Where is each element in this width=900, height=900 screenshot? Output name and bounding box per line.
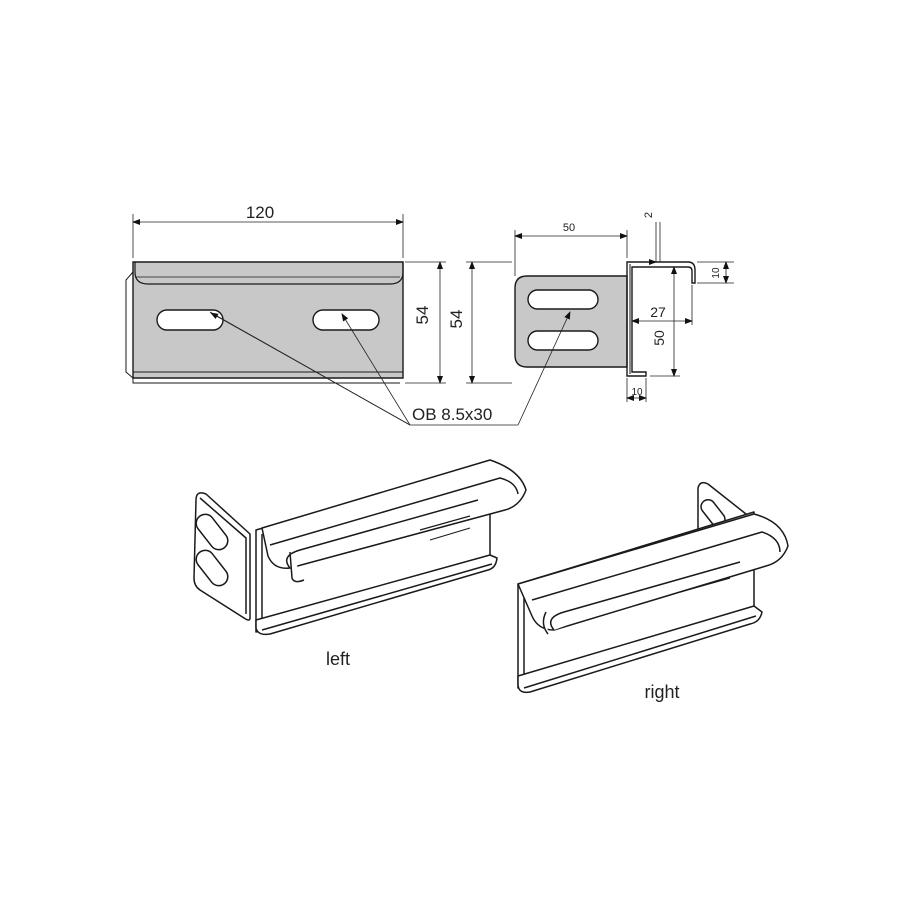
iso-right-bracket bbox=[517, 481, 789, 694]
side-slot-top bbox=[527, 289, 599, 310]
dim-50-vertical: 50 bbox=[651, 330, 667, 346]
label-left: left bbox=[326, 649, 350, 669]
dim-27: 27 bbox=[650, 304, 666, 320]
dim-54-side: 54 bbox=[447, 310, 466, 329]
dim-2: 2 bbox=[643, 212, 655, 218]
dim-10-bottom: 10 bbox=[631, 387, 643, 398]
iso-left-bracket bbox=[193, 459, 527, 636]
front-view: 120 54 bbox=[125, 203, 446, 384]
slot-callout: OB 8.5x30 bbox=[209, 311, 571, 426]
slot-left bbox=[156, 309, 224, 331]
front-plate bbox=[132, 261, 404, 379]
dim-120: 120 bbox=[246, 203, 274, 222]
side-slot-bottom bbox=[527, 330, 599, 351]
dim-50-top: 50 bbox=[563, 222, 575, 234]
slot-callout-text: OB 8.5x30 bbox=[412, 405, 492, 424]
label-right: right bbox=[644, 682, 679, 702]
dim-54-front: 54 bbox=[413, 306, 432, 325]
dim-10-lip: 10 bbox=[711, 267, 722, 279]
side-view: 54 50 2 10 27 50 10 bbox=[447, 212, 734, 402]
